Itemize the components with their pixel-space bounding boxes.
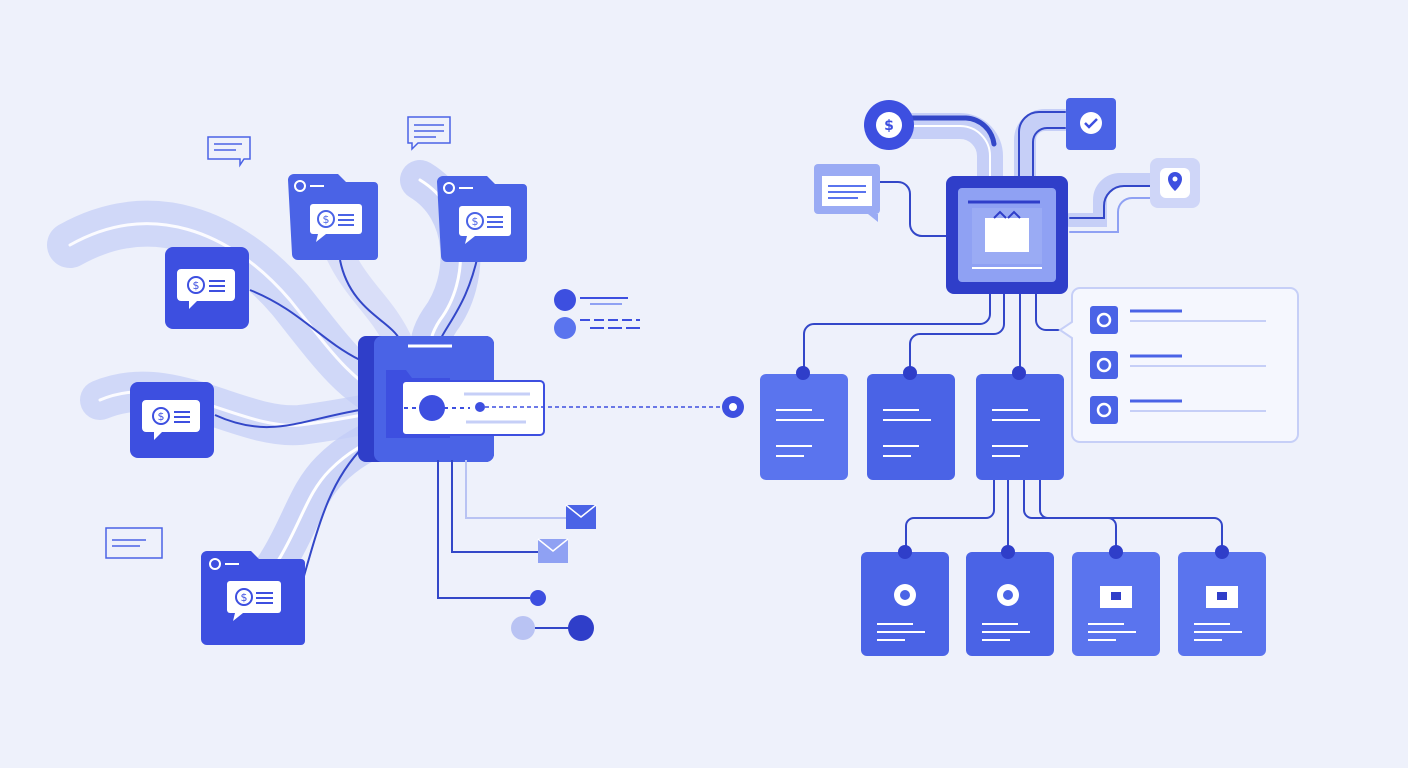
list-row[interactable] <box>1090 396 1266 424</box>
image-icon <box>1100 586 1132 608</box>
payment-window-card[interactable]: $ <box>201 551 305 645</box>
basket-icon <box>985 210 1029 252</box>
left-hub[interactable] <box>358 336 545 462</box>
message-icon[interactable] <box>814 164 880 222</box>
svg-text:$: $ <box>241 591 248 604</box>
dollar-message-icon: $ <box>459 206 511 244</box>
mid-card[interactable] <box>976 366 1064 480</box>
dot-node-icon[interactable] <box>530 590 546 606</box>
cards-to-bottom-connectors <box>905 480 1223 552</box>
mid-card[interactable] <box>867 366 955 480</box>
svg-text:$: $ <box>323 213 330 226</box>
mid-card[interactable] <box>760 366 848 480</box>
message-outline-icon <box>207 136 251 168</box>
svg-text:$: $ <box>472 215 479 228</box>
svg-text:$: $ <box>193 279 200 292</box>
dot-node-icon[interactable] <box>511 615 594 641</box>
right-top-connectors <box>879 109 1167 237</box>
checkmark-icon[interactable] <box>1066 98 1116 150</box>
payment-card[interactable]: $ <box>130 382 214 458</box>
bottom-card[interactable] <box>966 545 1054 656</box>
bottom-card[interactable] <box>1178 545 1266 656</box>
dollar-message-icon: $ <box>227 581 281 621</box>
right-hub[interactable] <box>946 176 1068 294</box>
dollar-icon[interactable]: $ <box>864 100 914 150</box>
message-outline-icon <box>407 116 451 151</box>
dollar-message-icon: $ <box>310 204 362 242</box>
mail-icon[interactable] <box>537 538 569 563</box>
payment-window-card[interactable]: $ <box>288 174 378 260</box>
payment-window-card[interactable]: $ <box>437 176 527 262</box>
list-panel[interactable] <box>1058 287 1299 443</box>
dollar-message-icon: $ <box>142 400 200 440</box>
mail-icon[interactable] <box>565 504 597 529</box>
bottom-card[interactable] <box>861 545 949 656</box>
list-row[interactable] <box>1090 306 1266 334</box>
status-dots <box>554 289 644 339</box>
image-icon <box>1206 586 1238 608</box>
svg-text:$: $ <box>158 410 165 423</box>
message-outline-icon <box>105 527 163 559</box>
svg-text:$: $ <box>884 118 894 134</box>
bottom-card[interactable] <box>1072 545 1160 656</box>
cross-link <box>485 396 744 418</box>
payment-card[interactable]: $ <box>165 247 249 329</box>
location-pin-icon[interactable] <box>1150 158 1200 208</box>
hub-to-cards-connectors <box>803 294 1070 372</box>
dollar-message-icon: $ <box>177 269 235 309</box>
hub-outputs <box>437 460 571 629</box>
list-row[interactable] <box>1090 351 1266 379</box>
